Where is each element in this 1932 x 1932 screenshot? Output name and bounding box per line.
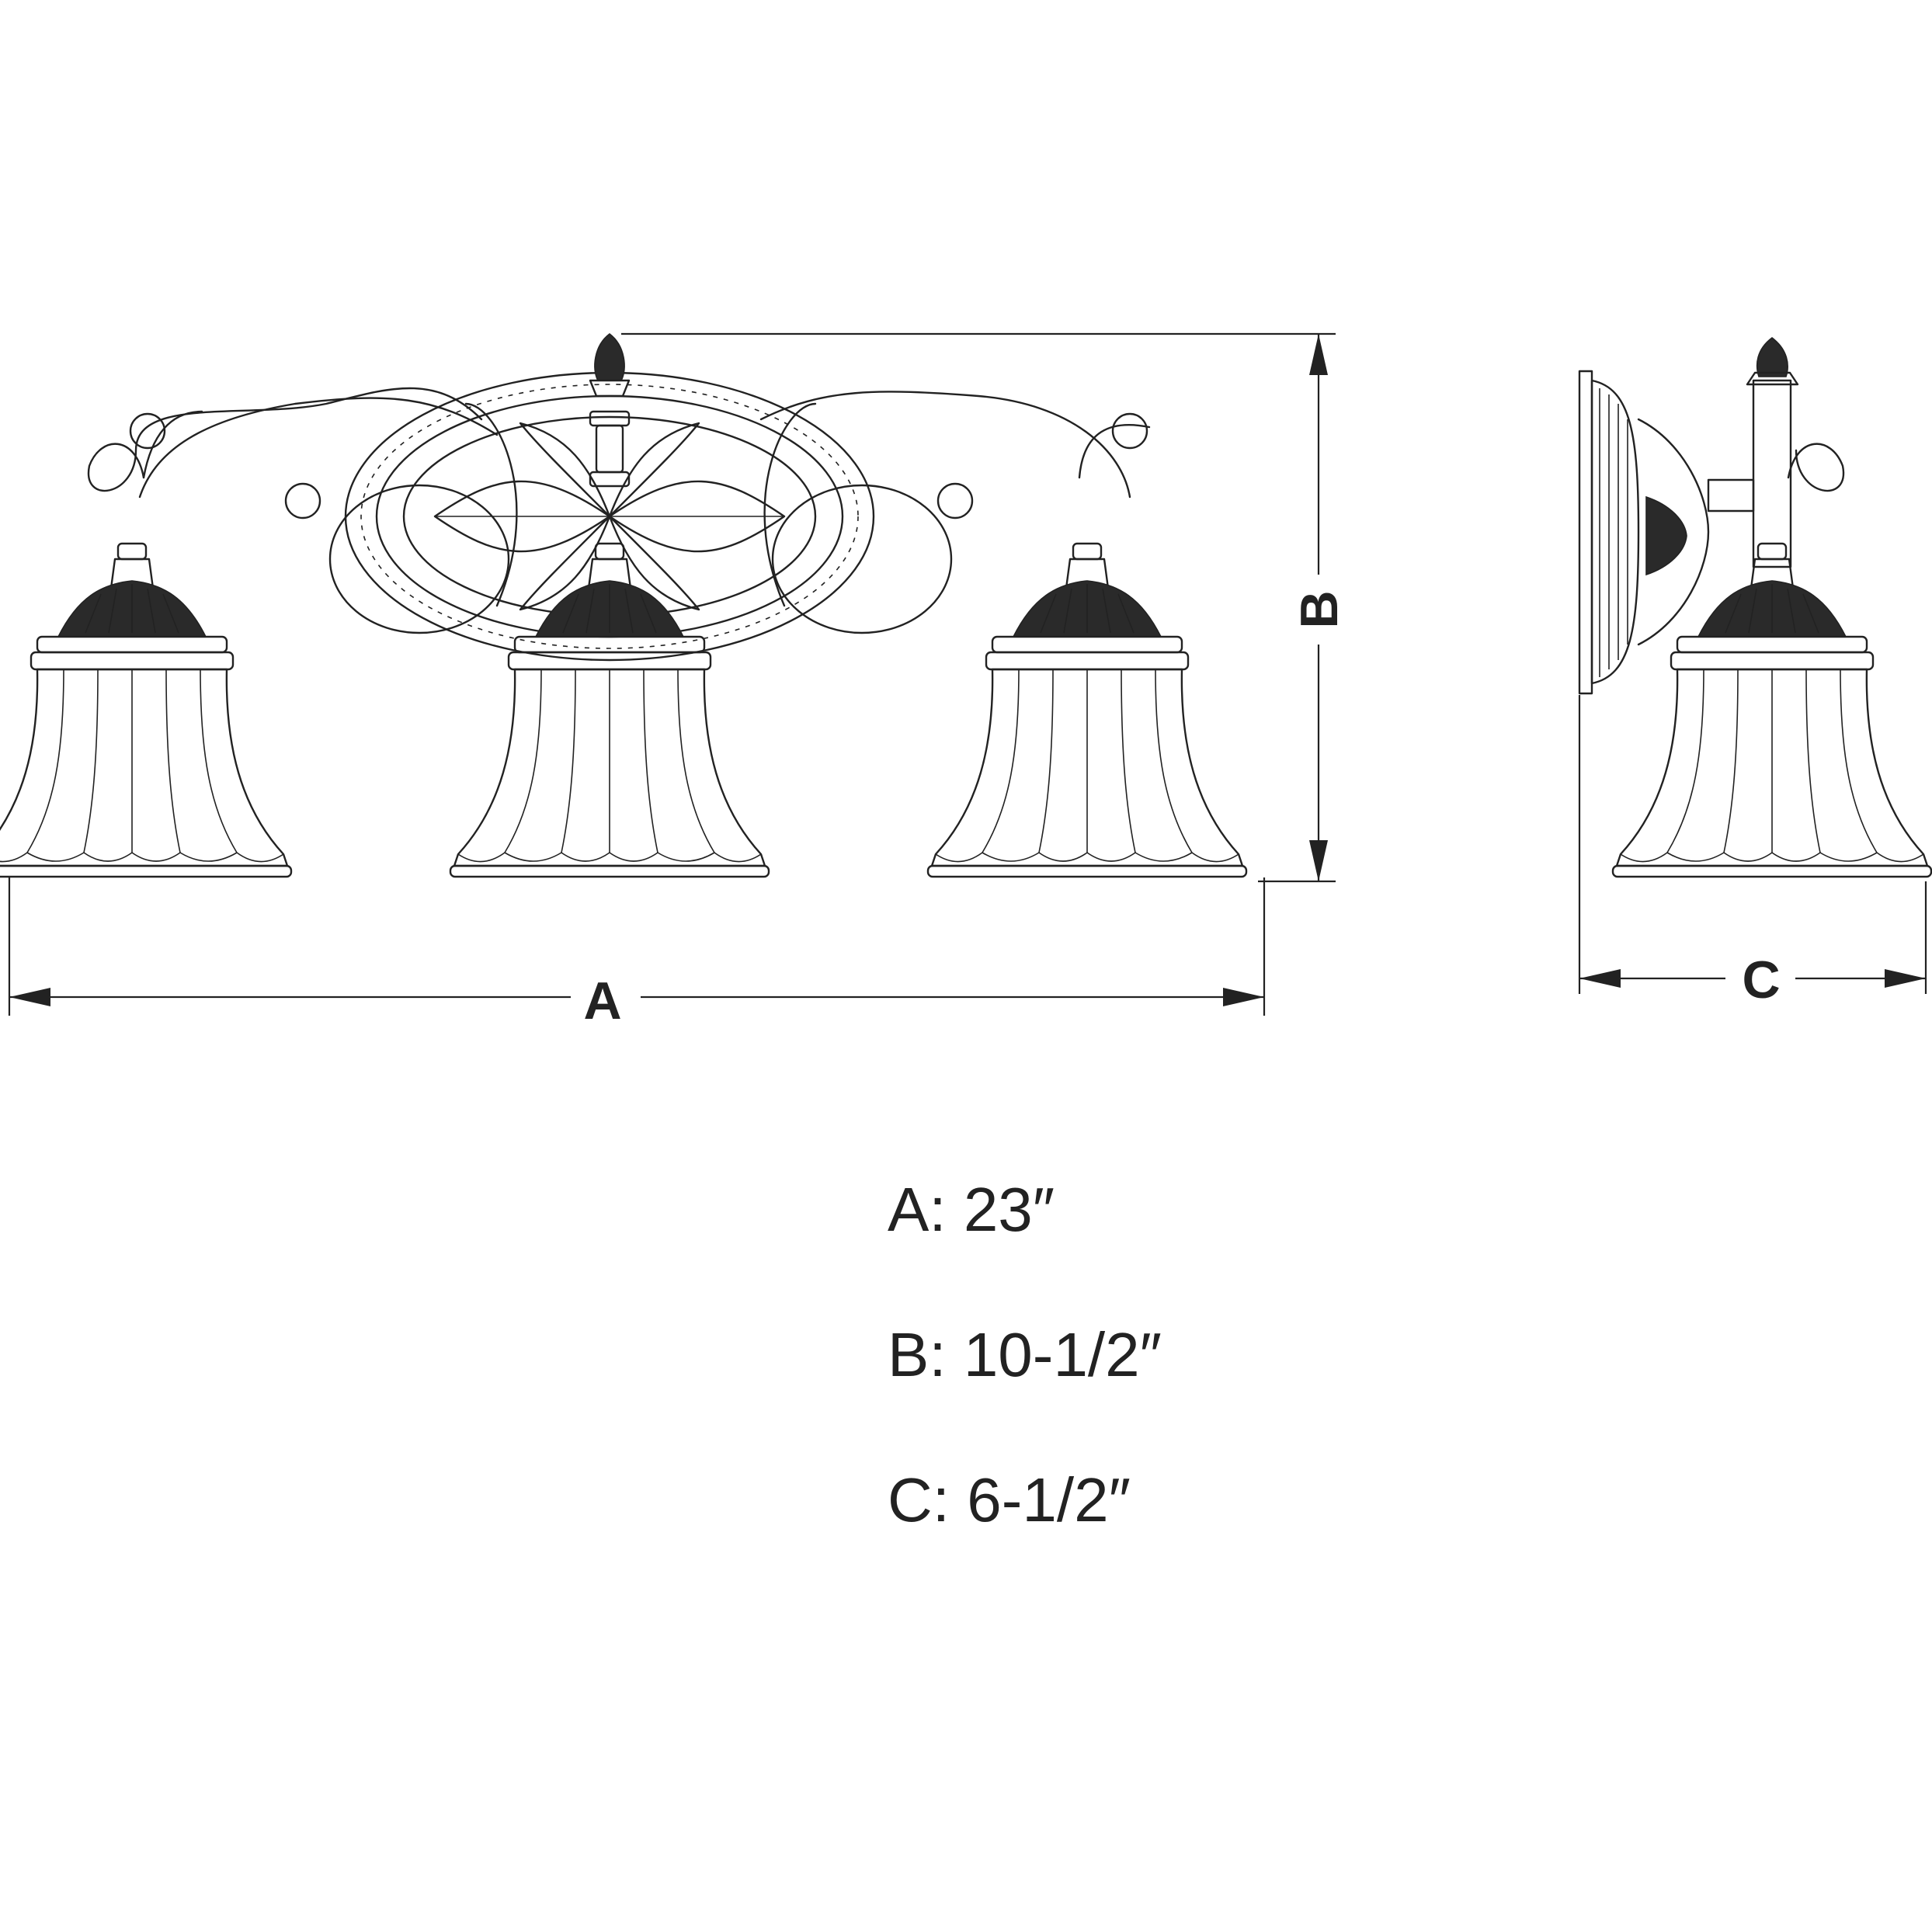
dimension-specs: A: 23″ B: 10-1/2″ C: 6-1/2″ [888,1179,1162,1614]
side-view-fixture [1578,336,1932,878]
spec-height: B: 10-1/2″ [888,1320,1162,1389]
spec-depth: C: 6-1/2″ [888,1465,1131,1534]
dimension-b: B [621,332,1350,883]
dimension-c: C [1578,695,1927,1009]
spec-width: A: 23″ [888,1175,1055,1244]
front-view-fixture [0,332,1845,878]
dimension-label-a: A [583,971,621,1030]
dimension-label-b: B [1290,590,1349,628]
dimension-a: A [8,877,1266,1030]
dimension-label-c: C [1742,950,1780,1009]
